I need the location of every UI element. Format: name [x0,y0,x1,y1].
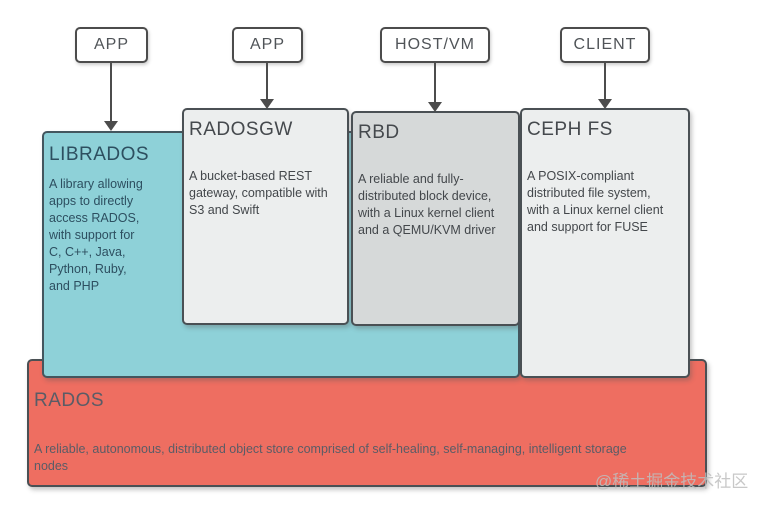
librados-description: A library allowing apps to directly acce… [49,177,143,293]
cephfs-layer-box: CEPH FS A POSIX-compliant distributed fi… [520,108,690,378]
node-app-1: APP [75,27,148,63]
rbd-layer-box: RBD A reliable and fully- distributed bl… [351,111,520,326]
rados-description: A reliable, autonomous, distributed obje… [34,442,627,473]
rbd-description: A reliable and fully- distributed block … [358,172,496,237]
rados-layer-box: RADOS A reliable, autonomous, distribute… [27,359,707,487]
node-client: CLIENT [560,27,650,63]
radosgw-description: A bucket-based REST gateway, compatible … [189,169,328,217]
node-client-label: CLIENT [573,36,637,53]
node-app-2-label: APP [249,36,285,53]
cephfs-title: CEPH FS [527,119,613,140]
radosgw-title: RADOSGW [189,119,293,140]
node-app-2: APP [232,27,303,63]
node-host-vm: HOST/VM [380,27,490,63]
node-host-vm-label: HOST/VM [395,36,475,53]
radosgw-layer-box: RADOSGW A bucket-based REST gateway, com… [182,108,349,325]
arrow-stem [434,63,436,103]
librados-title: LIBRADOS [49,144,150,165]
arrow-down-icon [104,121,118,131]
arrow-down-icon [598,99,612,109]
watermark: @稀土掘金技术社区 [595,472,749,491]
arrow-down-icon [260,99,274,109]
rbd-title: RBD [358,122,400,143]
arrow-stem [110,63,112,122]
arrow-stem [604,63,606,100]
node-app-1-label: APP [93,36,129,53]
arrow-stem [266,63,268,100]
cephfs-description: A POSIX-compliant distributed file syste… [527,169,664,234]
rados-title: RADOS [34,390,105,411]
arrow-down-icon [428,102,442,112]
